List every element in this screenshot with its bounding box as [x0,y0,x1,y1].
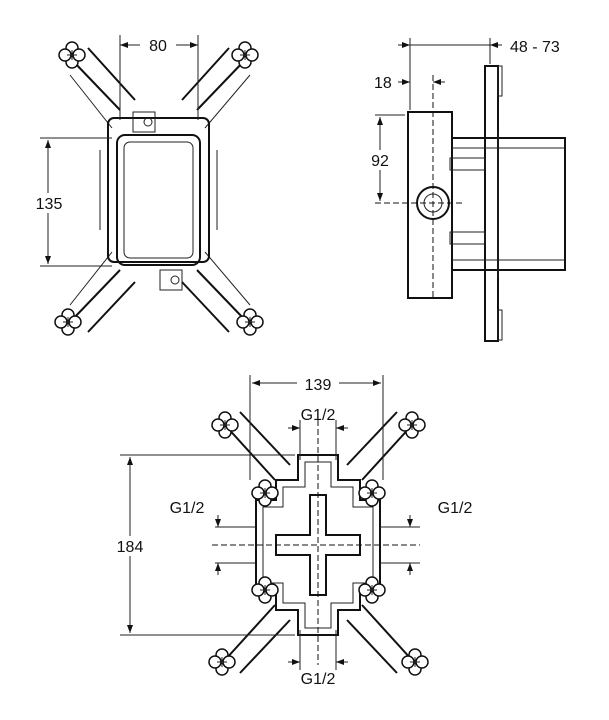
thread-top-label: G1/2 [301,407,336,424]
bottom-view: 139 184 G1/2 G1/2 G1/2 G1/2 [112,374,472,688]
dimension-bottom-width: 139 [305,377,332,394]
dimension-front-height: 135 [36,196,63,213]
side-view: 48 - 73 18 92 [366,38,566,342]
dimension-bottom-height: 184 [117,539,144,556]
thread-bottom-label: G1/2 [301,671,336,688]
mounting-hole-icon [58,41,86,69]
dimension-side-height: 92 [371,153,389,170]
front-view: 80 135 [30,35,264,336]
mounting-hole-icon [236,308,264,336]
thread-right-label: G1/2 [438,500,473,517]
dimension-side-offset: 18 [374,75,392,92]
mounting-hole-icon [54,308,82,336]
dimension-side-depth: 48 - 73 [510,39,560,56]
mounting-hole-icon [231,41,259,69]
thread-left-label: G1/2 [170,500,205,517]
dimension-front-width: 80 [149,38,167,55]
